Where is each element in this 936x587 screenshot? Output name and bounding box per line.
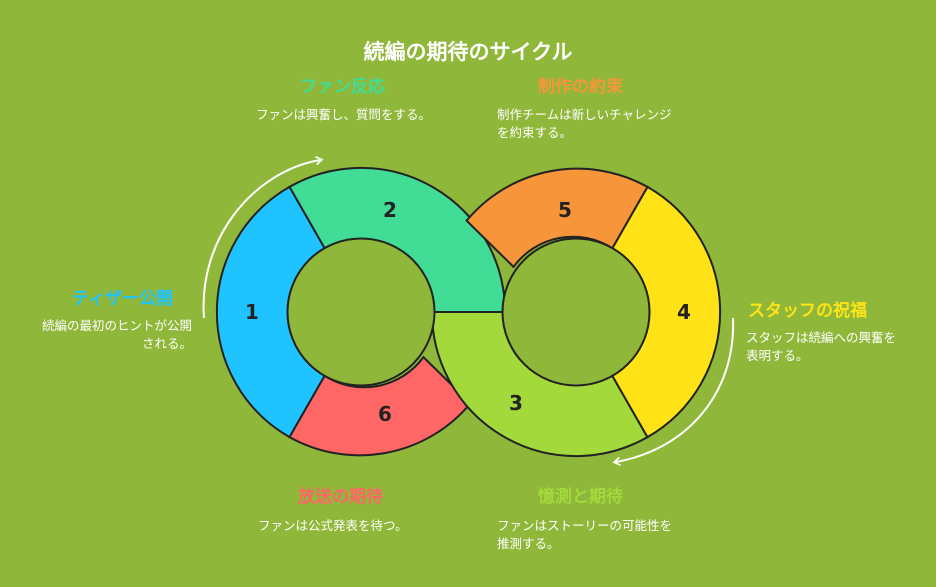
step-number-1: 1 — [245, 300, 259, 324]
diagram-title: 続編の期待のサイクル — [363, 40, 573, 64]
step-description-3: ファンはストーリーの可能性を推測する。 — [497, 518, 673, 551]
step-number-4: 4 — [677, 300, 691, 324]
step-description-1: 続編の最初のヒントが公開される。 — [41, 318, 192, 351]
step-label-2: ファン反応 — [300, 77, 385, 97]
step-label-6: 放送の期待 — [298, 487, 383, 507]
left-ring-hole — [286, 237, 436, 387]
step-number-5: 5 — [558, 198, 572, 222]
step-label-4: スタッフの祝福 — [748, 301, 867, 321]
step-label-3: 憶測と期待 — [538, 487, 623, 507]
step-number-6: 6 — [378, 402, 392, 426]
flow-arrow-right — [612, 317, 735, 466]
step-description-6: ファンは公式発表を待つ。 — [258, 518, 408, 533]
step-label-1: ティザー公開 — [72, 289, 173, 309]
flow-arrow-left — [202, 156, 324, 319]
step-description-4: スタッフは続編への興奮を表明する。 — [746, 330, 897, 363]
step-description-2: ファンは興奮し、質問をする。 — [256, 107, 432, 122]
step-description-5: 制作チームは新しいチャレンジを約束する。 — [497, 107, 672, 140]
step-number-2: 2 — [383, 198, 397, 222]
step-number-3: 3 — [509, 391, 523, 415]
step-label-5: 制作の約束 — [538, 77, 623, 97]
right-ring-hole — [501, 237, 651, 387]
